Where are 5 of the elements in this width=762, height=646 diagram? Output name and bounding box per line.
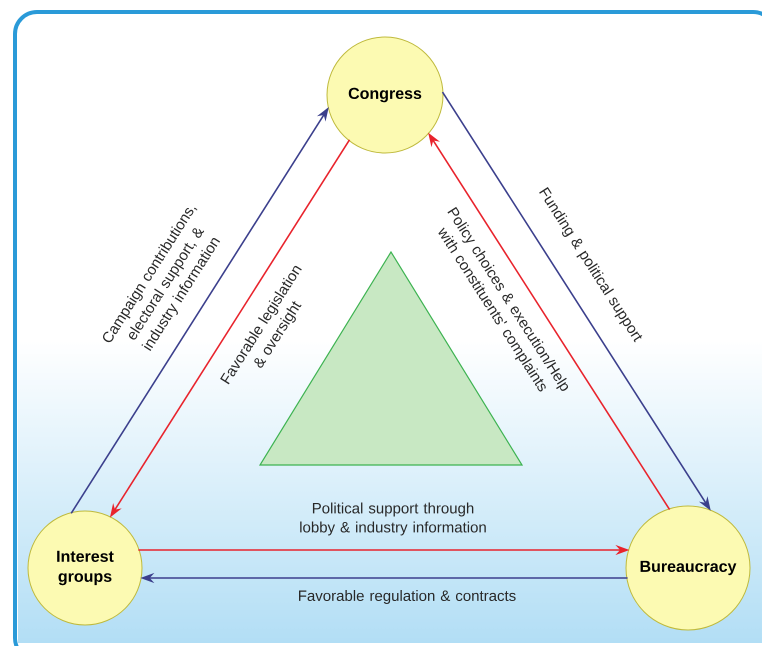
edge-label: Political support through lobby & industry information [300,502,486,536]
edge-label: Favorable regulation & contracts [299,590,516,604]
circle-node: Congress [326,36,444,154]
circle-node: Interest groups [28,510,142,626]
circle-node: Bureaucracy [626,506,750,630]
